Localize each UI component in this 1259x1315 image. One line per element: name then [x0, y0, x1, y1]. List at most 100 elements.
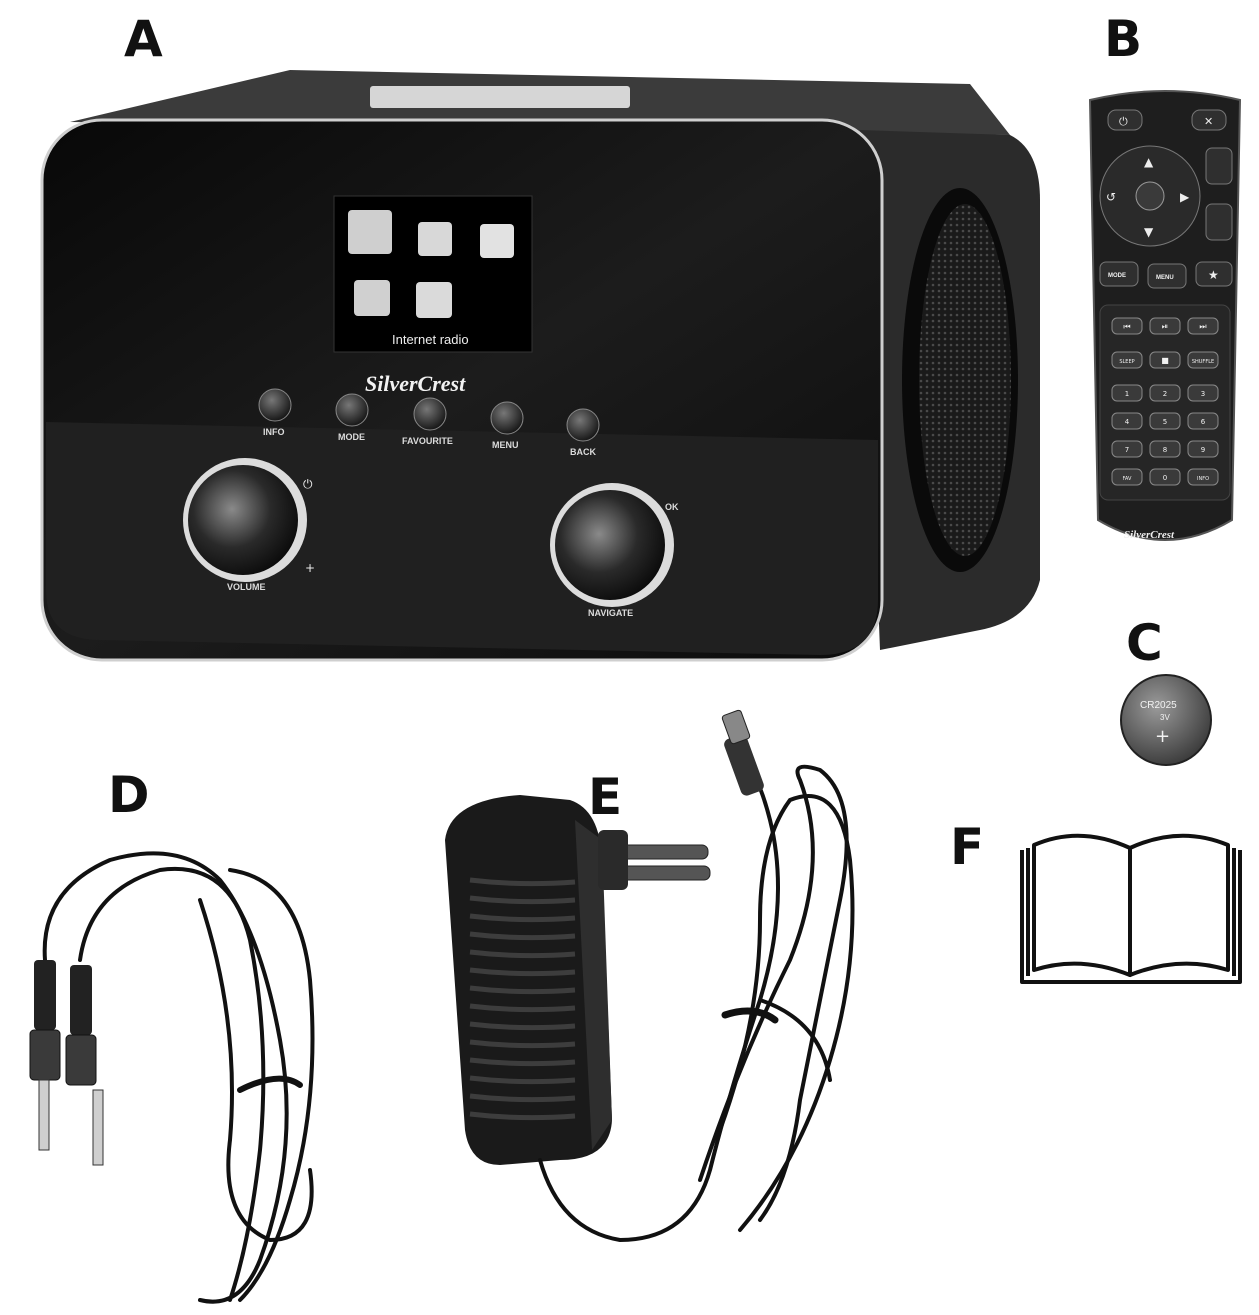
star-icon: ★ [1208, 268, 1219, 282]
label-f: F [950, 818, 985, 876]
plug-2-housing [70, 965, 92, 1035]
book-left-page [1032, 833, 1132, 977]
mode-button[interactable] [335, 393, 369, 427]
remote-digit-key-5[interactable] [1187, 412, 1219, 430]
screen-icon-aux [416, 282, 452, 318]
cable-strand-3 [228, 868, 315, 1302]
mode-button-label: MODE [338, 432, 365, 442]
remote-func-key-1[interactable] [1149, 351, 1181, 369]
adapter-vents [469, 877, 576, 1121]
book-back-cover [1020, 850, 1242, 984]
remote-digit-key-0-label: 1 [1125, 390, 1129, 398]
remote-digit-key-9[interactable] [1111, 468, 1143, 486]
remote-digit-key-4[interactable] [1149, 412, 1181, 430]
adapter-pin-top [619, 844, 709, 860]
remote-digit-key-0[interactable] [1111, 384, 1143, 402]
battery-voltage: 3V [1160, 713, 1170, 722]
radio-buttons: INFO MODE FAVOURITE MENU BACK [258, 388, 600, 457]
adapter-vent-rib [469, 1021, 576, 1031]
remote-mute-icon: ✕ [1204, 115, 1213, 128]
plug-1-grip [29, 1029, 61, 1081]
screen-caption: Internet radio [392, 332, 469, 347]
remote-transport-key-2[interactable] [1187, 317, 1219, 335]
label-b: B [1104, 10, 1143, 68]
adapter-vent-rib [469, 949, 576, 959]
screen-icon-internet-radio [348, 210, 392, 254]
label-e: E [588, 768, 623, 826]
info-button-label: INFO [263, 427, 285, 437]
favourite-button[interactable] [413, 397, 447, 431]
adapter-vent-rib [469, 877, 576, 887]
menu-button[interactable] [490, 401, 524, 435]
remote-digit-key-9-label: FAV [1123, 476, 1133, 482]
adapter-vent-rib [469, 931, 576, 941]
remote-digit-key-6[interactable] [1111, 440, 1143, 458]
remote-digit-key-8[interactable] [1187, 440, 1219, 458]
remote-menu-button[interactable] [1147, 263, 1187, 289]
navigate-knob[interactable] [555, 490, 665, 600]
cable-strand-2 [78, 866, 266, 1302]
volume-plus-icon: + [305, 561, 315, 575]
remote-mute-button[interactable] [1191, 109, 1227, 131]
remote-transport-key-1[interactable] [1149, 317, 1181, 335]
adapter-body [445, 795, 612, 1165]
remote-mode-button[interactable] [1099, 261, 1139, 287]
cable-strand-4 [198, 898, 314, 1243]
remote-digit-key-6-label: 7 [1125, 446, 1129, 454]
adapter-vent-rib [469, 895, 576, 905]
radio-device: Internet radio SilverCrest INFO MODE FAV… [40, 70, 1040, 662]
remote-control: ⏻ ✕ ▲ ▼ ▶ ↺ MODE MENU ★ ⏮⏯⏭SLEEP■SHUFFLE… [1088, 90, 1242, 541]
dpad-back-icon: ↺ [1106, 190, 1116, 204]
dpad-up-icon: ▲ [1144, 155, 1154, 169]
plug-1-pin [38, 1079, 50, 1151]
plug-1-housing [34, 960, 56, 1030]
battery-model: CR2025 [1140, 700, 1177, 711]
screen-icon-fm [354, 280, 390, 316]
volume-knob[interactable] [188, 465, 298, 575]
remote-transport-key-0[interactable] [1111, 317, 1143, 335]
remote-vol-down-button[interactable] [1205, 203, 1233, 241]
remote-digit-key-7[interactable] [1149, 440, 1181, 458]
remote-brand-logo: SilverCrest [1124, 529, 1175, 541]
label-a: A [124, 10, 163, 68]
audio-plugs [29, 960, 104, 1166]
remote-func-key-2[interactable] [1187, 351, 1219, 369]
book-right-page [1128, 833, 1230, 977]
remote-digit-key-11[interactable] [1187, 468, 1219, 486]
remote-func-key-2-label: SHUFFLE [1192, 359, 1214, 365]
radio-top-slot [370, 86, 630, 108]
remote-favourite-button[interactable] [1195, 261, 1233, 287]
adapter-pin-base [598, 830, 628, 890]
dc-plug-grip [724, 734, 764, 796]
remote-digit-key-10[interactable] [1149, 468, 1181, 486]
adapter-vent-rib [469, 1003, 576, 1013]
remote-digit-key-2[interactable] [1187, 384, 1219, 402]
ok-label: OK [665, 502, 679, 512]
remote-power-button[interactable] [1107, 109, 1143, 131]
info-button[interactable] [258, 388, 292, 422]
volume-label: VOLUME [227, 582, 266, 592]
dc-plug-tip [721, 709, 751, 745]
menu-button-label: MENU [492, 440, 519, 450]
manual-book-icon [1020, 833, 1242, 984]
remote-vol-up-button[interactable] [1205, 147, 1233, 185]
adapter-vent-rib [469, 1093, 576, 1103]
remote-func-key-0[interactable] [1111, 351, 1143, 369]
back-button[interactable] [566, 408, 600, 442]
cable-tie [237, 1075, 303, 1093]
adapter-vent-rib [469, 913, 576, 923]
remote-digit-key-3-label: 4 [1125, 418, 1130, 426]
remote-digit-key-1[interactable] [1149, 384, 1181, 402]
adapter-cable [538, 758, 855, 1243]
power-icon: ⏻ [303, 477, 313, 491]
remote-ok-button[interactable] [1135, 181, 1165, 211]
remote-func-key-1-label: ■ [1161, 356, 1169, 365]
adapter-vent-rib [469, 1075, 576, 1085]
screen-icon-media [418, 222, 452, 256]
remote-digit-key-3[interactable] [1111, 412, 1143, 430]
remote-transport-key-2-label: ⏭ [1199, 322, 1206, 331]
radio-brand-logo: SilverCrest [365, 371, 466, 396]
adapter-side [575, 820, 612, 1150]
adapter-vent-rib [469, 1057, 576, 1067]
navigate-label: NAVIGATE [588, 608, 633, 618]
